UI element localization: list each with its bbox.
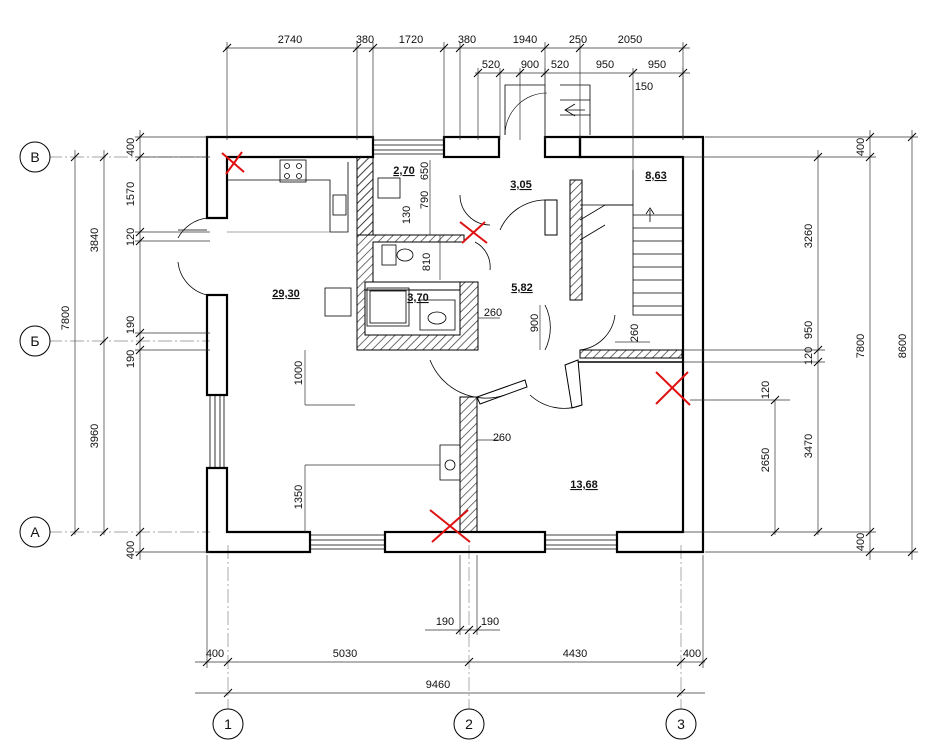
dim-left-3960: 3960 [89,424,101,448]
dimension-lines [74,42,918,694]
dim-top-7: 2050 [618,34,642,46]
kitchen-furniture [227,159,352,317]
dim-top-1: 2740 [278,34,302,46]
demolition-marks [221,151,691,543]
interior-doors [429,84,616,481]
axis-label-1: 1 [224,716,232,732]
dimension-labels: 2740 380 1720 380 1940 250 2050 520 900 … [206,34,701,691]
dim-top-2: 380 [356,34,374,46]
dim-top-150: 150 [635,81,653,93]
dimension-labels-vertical: 400 1570 120 190 190 400 3840 3960 7800 … [60,138,909,559]
dim-bottom-total: 9460 [426,679,450,691]
dim-right-950: 950 [803,321,815,339]
dim-right-3470: 3470 [803,434,815,458]
dim-bottom-1: 400 [206,648,224,660]
dim-left-190b: 190 [125,350,137,368]
dim-inner-260a: 260 [484,307,502,319]
dim-bottom-4: 400 [683,648,701,660]
dim-right-7800: 7800 [855,334,867,358]
dim-bottom-190b: 190 [481,616,499,628]
dim-left-3840: 3840 [89,228,101,252]
room-areas: 29,30 2,70 3,70 3,05 5,82 8,63 13,68 [272,165,666,491]
dim-right-8600: 8600 [897,334,909,358]
dimension-labels-inner: 260 260 [484,307,511,444]
axis-label-v: В [30,149,39,165]
dim-top2-1: 520 [482,59,500,71]
dim-top-4: 380 [458,34,476,46]
dim-right-120b: 120 [760,381,772,399]
room-area-room: 13,68 [570,479,598,491]
dim-top-3: 1720 [399,34,423,46]
axis-bubbles [19,141,697,740]
room-area-hall-small: 3,05 [510,179,531,191]
dim-inner-260c: 260 [493,432,511,444]
dim-bottom-2: 5030 [333,648,357,660]
dimension-ticks [70,43,917,698]
axis-label-a: А [30,524,40,540]
dim-left-7800: 7800 [60,306,72,330]
dim-inner-790: 790 [419,191,431,209]
dim-inner-650: 650 [419,162,431,180]
dim-inner-260b: 260 [629,324,641,342]
dim-right-400-top: 400 [855,138,867,156]
dim-right-120: 120 [803,347,815,365]
axis-labels: В Б А 1 2 3 [30,149,685,732]
dim-top2-5: 950 [648,59,666,71]
room-area-hall: 5,82 [511,282,532,294]
dim-bottom-3: 4430 [563,648,587,660]
room-area-stairs: 8,63 [645,170,666,182]
sanitary-fixtures [366,177,456,331]
dim-inner-1000: 1000 [293,361,305,385]
dim-left-400-top: 400 [125,138,137,156]
dim-inner-900: 900 [529,314,541,332]
dim-right-2650: 2650 [760,448,772,472]
room-area-kitchen: 29,30 [272,288,300,300]
dim-left-120: 120 [125,228,137,246]
interior-walls [356,156,683,533]
entrance-door [177,217,208,296]
axis-label-2: 2 [465,716,473,732]
dim-top2-4: 950 [596,59,614,71]
dim-bottom-190a: 190 [436,616,454,628]
dim-inner-810: 810 [421,253,433,271]
dim-left-400-bot: 400 [125,541,137,559]
dim-top2-2: 900 [521,59,539,71]
windows [209,139,617,550]
dim-top-6: 250 [569,34,587,46]
room-area-wc: 2,70 [393,165,414,177]
dim-left-190a: 190 [125,316,137,334]
dim-top2-3: 520 [551,59,569,71]
dim-right-3260: 3260 [803,224,815,248]
dim-inner-130: 130 [401,206,413,224]
axis-label-3: 3 [677,716,685,732]
room-area-bath: 3,70 [407,292,428,304]
dim-left-1570: 1570 [125,182,137,206]
axis-label-b: Б [30,333,39,349]
dim-right-400-bot: 400 [855,533,867,551]
dim-inner-1350: 1350 [293,485,305,509]
dim-top-5: 1940 [513,34,537,46]
